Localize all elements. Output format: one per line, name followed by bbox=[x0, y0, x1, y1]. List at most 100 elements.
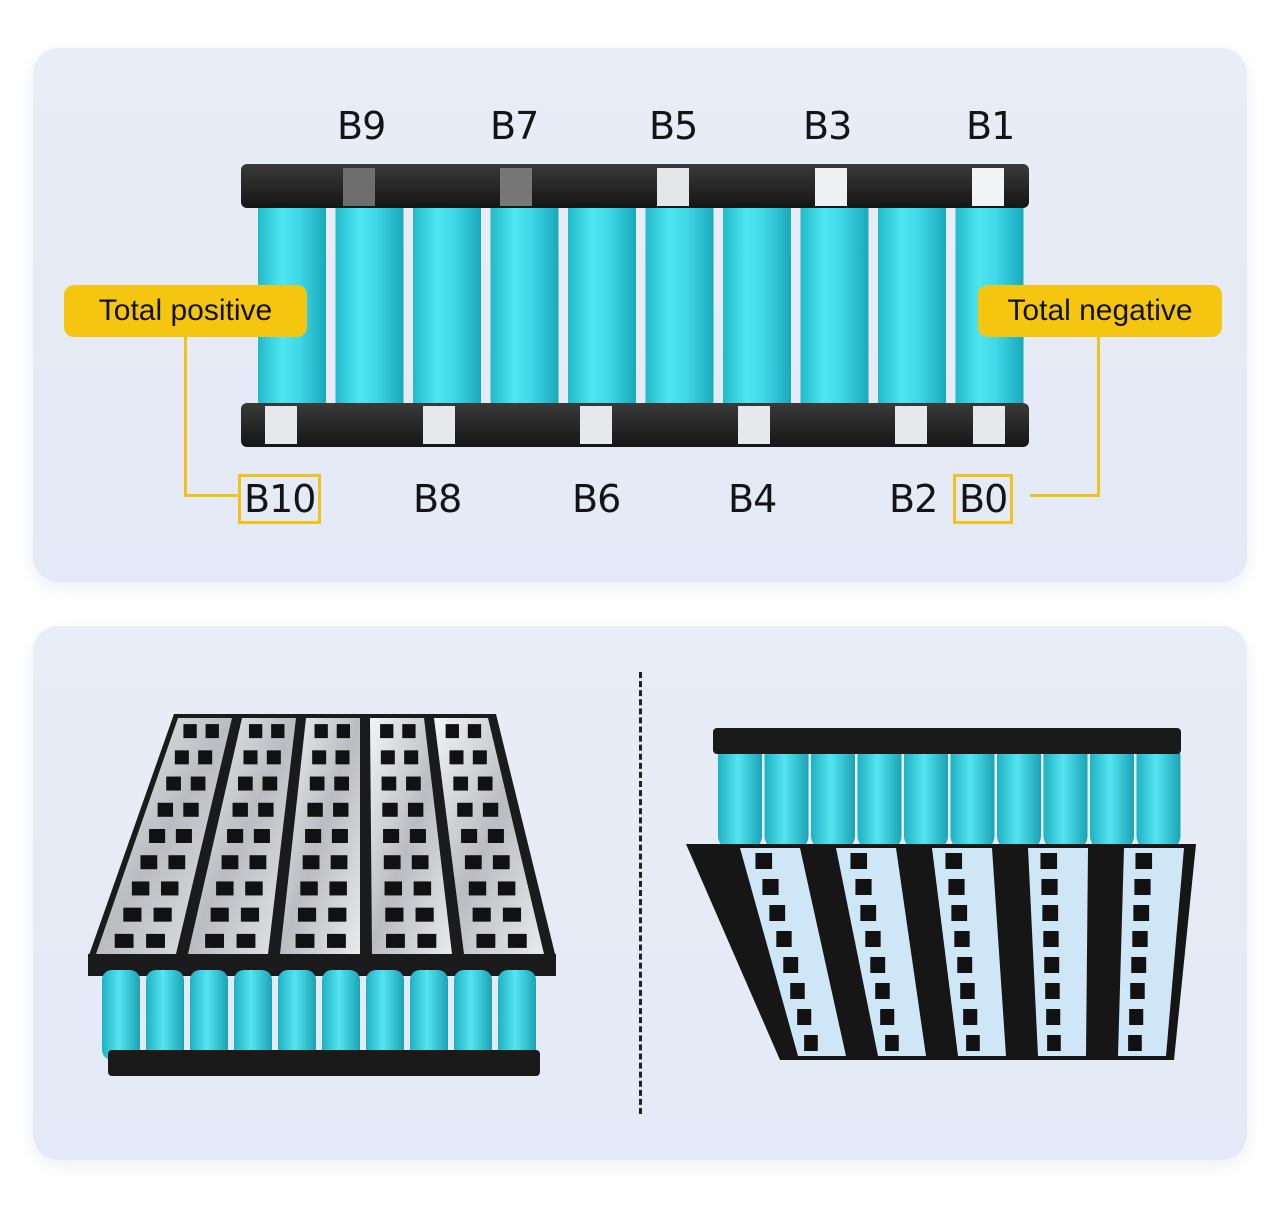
battery-cell bbox=[498, 970, 536, 1060]
battery-cell bbox=[278, 970, 316, 1060]
nickel-tab bbox=[973, 406, 1005, 444]
terminal-label-b6: B6 bbox=[572, 477, 621, 521]
panel-divider bbox=[639, 672, 642, 1114]
strip-hole bbox=[1134, 879, 1151, 895]
strip-hole bbox=[1131, 957, 1147, 973]
strip-hole bbox=[1043, 931, 1059, 947]
battery-pack-perspective-end bbox=[686, 728, 1196, 1060]
strip-hole bbox=[467, 724, 482, 739]
strip-hole bbox=[472, 907, 491, 922]
battery-cell bbox=[950, 742, 995, 850]
strip-hole bbox=[334, 776, 349, 791]
strip-hole bbox=[1129, 1009, 1144, 1025]
strip-hole bbox=[305, 829, 322, 843]
strip-hole bbox=[302, 855, 320, 870]
strip-hole bbox=[404, 750, 419, 765]
strip-hole bbox=[216, 881, 234, 896]
battery-cell bbox=[723, 196, 791, 414]
strip-hole bbox=[492, 855, 510, 870]
strip-hole bbox=[314, 724, 328, 739]
strip-hole bbox=[457, 802, 473, 817]
strip-hole bbox=[307, 802, 323, 817]
strip-hole bbox=[413, 881, 432, 896]
terminal-label-b1: B1 bbox=[966, 104, 1015, 148]
strip-hole bbox=[123, 907, 142, 922]
strip-hole bbox=[449, 750, 464, 765]
strip-hole bbox=[149, 829, 166, 843]
strip-hole bbox=[487, 829, 504, 843]
strip-hole bbox=[875, 983, 890, 999]
battery-cell bbox=[997, 742, 1041, 850]
strip-hole bbox=[386, 933, 405, 948]
strip-hole bbox=[140, 855, 158, 870]
strip-hole bbox=[776, 931, 792, 947]
strip-hole bbox=[1042, 905, 1059, 921]
strip-hole bbox=[1047, 1035, 1061, 1051]
battery-cell bbox=[490, 196, 559, 414]
total-negative-callout: Total negative bbox=[978, 285, 1222, 337]
strip-hole bbox=[383, 829, 400, 843]
strip-hole bbox=[243, 750, 258, 765]
strip-hole bbox=[327, 933, 346, 948]
strip-hole bbox=[227, 829, 244, 843]
strip-hole bbox=[482, 802, 499, 817]
total-positive-callout: Total positive bbox=[64, 285, 307, 337]
strip-hole bbox=[1135, 853, 1153, 869]
strip-hole bbox=[312, 750, 327, 765]
battery-cell bbox=[878, 196, 946, 414]
strip-hole bbox=[948, 879, 965, 895]
battery-pack-perspective-top bbox=[88, 714, 556, 1076]
nickel-tab bbox=[895, 406, 927, 444]
battery-pack-side-view bbox=[241, 164, 1029, 447]
strip-hole bbox=[174, 750, 189, 765]
strip-hole bbox=[411, 855, 429, 870]
strip-hole bbox=[114, 933, 134, 948]
strip-hole bbox=[957, 957, 973, 973]
nickel-tab bbox=[738, 406, 770, 444]
strip-hole bbox=[245, 881, 263, 896]
strip-hole bbox=[153, 907, 172, 922]
nickel-tab bbox=[972, 168, 1004, 206]
strip-hole bbox=[330, 855, 348, 870]
positive-leader-horizontal bbox=[184, 494, 240, 497]
strip-hole bbox=[963, 1009, 978, 1025]
battery-cell bbox=[410, 970, 448, 1060]
strip-hole bbox=[183, 724, 197, 739]
strip-hole bbox=[146, 933, 165, 948]
battery-cell bbox=[146, 970, 184, 1060]
strip-hole bbox=[476, 933, 496, 948]
battery-cell bbox=[764, 742, 809, 850]
strip-hole bbox=[453, 776, 469, 791]
strip-hole bbox=[409, 829, 426, 843]
strip-hole bbox=[783, 957, 799, 973]
strip-hole bbox=[333, 802, 349, 817]
strip-hole bbox=[1041, 879, 1058, 895]
strip-hole bbox=[271, 724, 285, 739]
battery-cell bbox=[1043, 742, 1088, 850]
strip-hole bbox=[157, 802, 174, 817]
strip-hole bbox=[1132, 931, 1148, 947]
terminal-label-b7: B7 bbox=[490, 104, 539, 148]
strip-hole bbox=[966, 1035, 980, 1051]
strip-hole bbox=[860, 905, 877, 921]
strip-hole bbox=[198, 750, 213, 765]
strip-hole bbox=[190, 776, 206, 791]
strip-hole bbox=[1045, 983, 1060, 999]
terminal-label-b9: B9 bbox=[337, 104, 386, 148]
battery-cell bbox=[413, 196, 481, 414]
strip-hole bbox=[295, 933, 315, 948]
battery-cell bbox=[454, 970, 492, 1060]
strip-hole bbox=[885, 1035, 899, 1051]
strip-hole bbox=[865, 931, 881, 947]
positive-leader-vertical bbox=[184, 337, 187, 497]
strip-hole bbox=[262, 776, 278, 791]
battery-cell bbox=[234, 970, 272, 1060]
strip-hole bbox=[1128, 1035, 1142, 1051]
strip-hole bbox=[253, 829, 270, 843]
negative-leader-horizontal bbox=[1030, 494, 1100, 497]
strip-hole bbox=[205, 724, 219, 739]
nickel-tab bbox=[343, 168, 375, 206]
strip-hole bbox=[131, 881, 150, 896]
strip-hole bbox=[407, 802, 424, 817]
strip-hole bbox=[507, 933, 527, 948]
